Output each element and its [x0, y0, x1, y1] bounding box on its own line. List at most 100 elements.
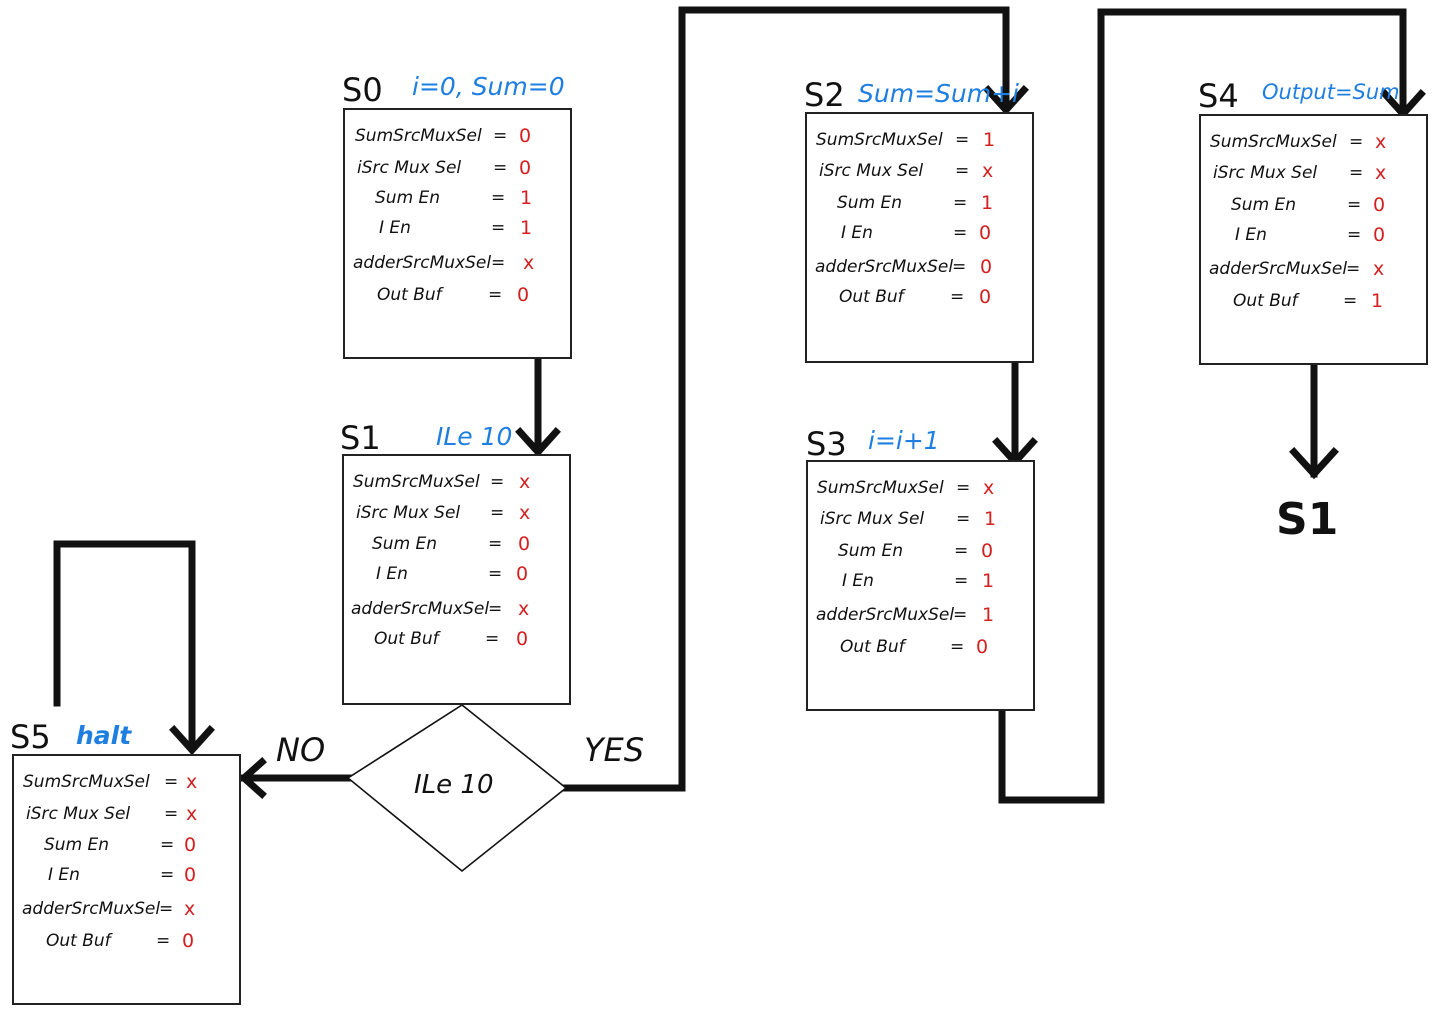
- signal-value: 0: [976, 636, 989, 658]
- equals-sign: =: [956, 509, 971, 529]
- signal-row: iSrc Mux Sel = x: [1201, 158, 1426, 188]
- signal-value: x: [518, 598, 530, 620]
- state-box-s3: SumSrcMuxSel = x iSrc Mux Sel = 1 Sum En…: [806, 460, 1035, 711]
- signal-name: SumSrcMuxSel: [23, 772, 150, 792]
- signal-row: Out Buf = 0: [345, 280, 570, 310]
- signal-row: Out Buf = 0: [344, 624, 569, 654]
- state-action-s1: ILe 10: [436, 422, 513, 451]
- state-label-s5: S5: [10, 718, 51, 756]
- signal-row: adderSrcMuxSel = x: [344, 594, 569, 624]
- signal-name: adderSrcMuxSel: [1209, 259, 1348, 279]
- signal-row: Sum En = 1: [807, 188, 1032, 218]
- arrowhead-s1: [515, 427, 561, 458]
- signal-value: 0: [1373, 194, 1386, 216]
- signal-value: 0: [184, 864, 197, 886]
- signal-row: I En = 0: [344, 559, 569, 589]
- wire-decision-yes-to-s2: [562, 6, 1010, 792]
- equals-sign: =: [1343, 291, 1358, 311]
- decision-diamond: [346, 704, 568, 873]
- state-action-s3: i=i+1: [868, 426, 940, 455]
- signal-name: Sum En: [372, 534, 438, 554]
- equals-sign: =: [485, 629, 500, 649]
- signal-value: x: [184, 898, 196, 920]
- signal-row: iSrc Mux Sel = 0: [345, 153, 570, 183]
- equals-sign: =: [488, 534, 503, 554]
- signal-row: Out Buf = 0: [807, 282, 1032, 312]
- decision-condition: ILe 10: [414, 770, 494, 800]
- equals-sign: =: [159, 899, 174, 919]
- signal-row: Sum En = 0: [14, 830, 239, 860]
- signal-value: 1: [982, 604, 995, 626]
- signal-name: Sum En: [1231, 195, 1297, 215]
- signal-row: Out Buf = 1: [1201, 286, 1426, 316]
- signal-name: Sum En: [838, 541, 904, 561]
- signal-value: 1: [983, 129, 996, 151]
- signal-value: x: [523, 252, 535, 274]
- signal-row: I En = 1: [808, 566, 1033, 596]
- equals-sign: =: [1347, 225, 1362, 245]
- signal-value: 1: [981, 192, 994, 214]
- equals-sign: =: [491, 188, 506, 208]
- signal-row: adderSrcMuxSel = 1: [808, 600, 1033, 630]
- equals-sign: =: [493, 158, 508, 178]
- equals-sign: =: [953, 223, 968, 243]
- state-label-s2: S2: [804, 76, 845, 114]
- signal-row: SumSrcMuxSel = x: [14, 767, 239, 797]
- signal-value: x: [983, 477, 995, 499]
- signal-row: adderSrcMuxSel = x: [14, 894, 239, 924]
- equals-sign: =: [1349, 163, 1364, 183]
- signal-value: x: [186, 771, 198, 793]
- signal-value: 1: [520, 217, 533, 239]
- goto-label-s1: S1: [1276, 494, 1339, 545]
- equals-sign: =: [164, 804, 179, 824]
- signal-value: 0: [979, 222, 992, 244]
- signal-value: 0: [519, 125, 532, 147]
- equals-sign: =: [156, 931, 171, 951]
- signal-row: adderSrcMuxSel = 0: [807, 252, 1032, 282]
- signal-name: Out Buf: [377, 285, 442, 305]
- signal-row: Sum En = 0: [1201, 190, 1426, 220]
- signal-value: 0: [516, 628, 529, 650]
- state-action-s0: i=0, Sum=0: [412, 72, 565, 101]
- equals-sign: =: [491, 253, 506, 273]
- signal-value: 0: [184, 834, 197, 856]
- equals-sign: =: [493, 126, 508, 146]
- signal-row: I En = 0: [1201, 220, 1426, 250]
- signal-row: I En = 1: [345, 213, 570, 243]
- signal-name: Out Buf: [374, 629, 439, 649]
- signal-row: I En = 0: [807, 218, 1032, 248]
- state-label-s4: S4: [1198, 77, 1239, 115]
- state-action-s5: halt: [76, 721, 132, 750]
- signal-value: 0: [518, 533, 531, 555]
- signal-value: 0: [517, 284, 530, 306]
- signal-value: x: [1375, 131, 1387, 153]
- arrowhead-s1-goto: [1289, 447, 1339, 480]
- signal-value: x: [1373, 258, 1385, 280]
- equals-sign: =: [488, 564, 503, 584]
- signal-row: SumSrcMuxSel = x: [808, 473, 1033, 503]
- equals-sign: =: [956, 478, 971, 498]
- signal-name: adderSrcMuxSel: [22, 899, 161, 919]
- signal-value: 0: [516, 563, 529, 585]
- signal-name: I En: [841, 223, 873, 243]
- signal-row: Sum En = 0: [344, 529, 569, 559]
- signal-row: SumSrcMuxSel = x: [344, 467, 569, 497]
- signal-row: iSrc Mux Sel = x: [344, 498, 569, 528]
- signal-name: iSrc Mux Sel: [1213, 163, 1318, 183]
- equals-sign: =: [488, 285, 503, 305]
- signal-name: Out Buf: [46, 931, 111, 951]
- signal-value: 0: [519, 157, 532, 179]
- arrowhead-s5-top: [169, 725, 215, 756]
- signal-value: 1: [984, 508, 997, 530]
- signal-row: Sum En = 1: [345, 183, 570, 213]
- equals-sign: =: [160, 835, 175, 855]
- signal-name: I En: [1235, 225, 1267, 245]
- signal-value: 1: [982, 570, 995, 592]
- signal-row: Out Buf = 0: [14, 926, 239, 956]
- signal-name: SumSrcMuxSel: [355, 126, 482, 146]
- equals-sign: =: [950, 287, 965, 307]
- equals-sign: =: [164, 772, 179, 792]
- signal-value: x: [982, 160, 994, 182]
